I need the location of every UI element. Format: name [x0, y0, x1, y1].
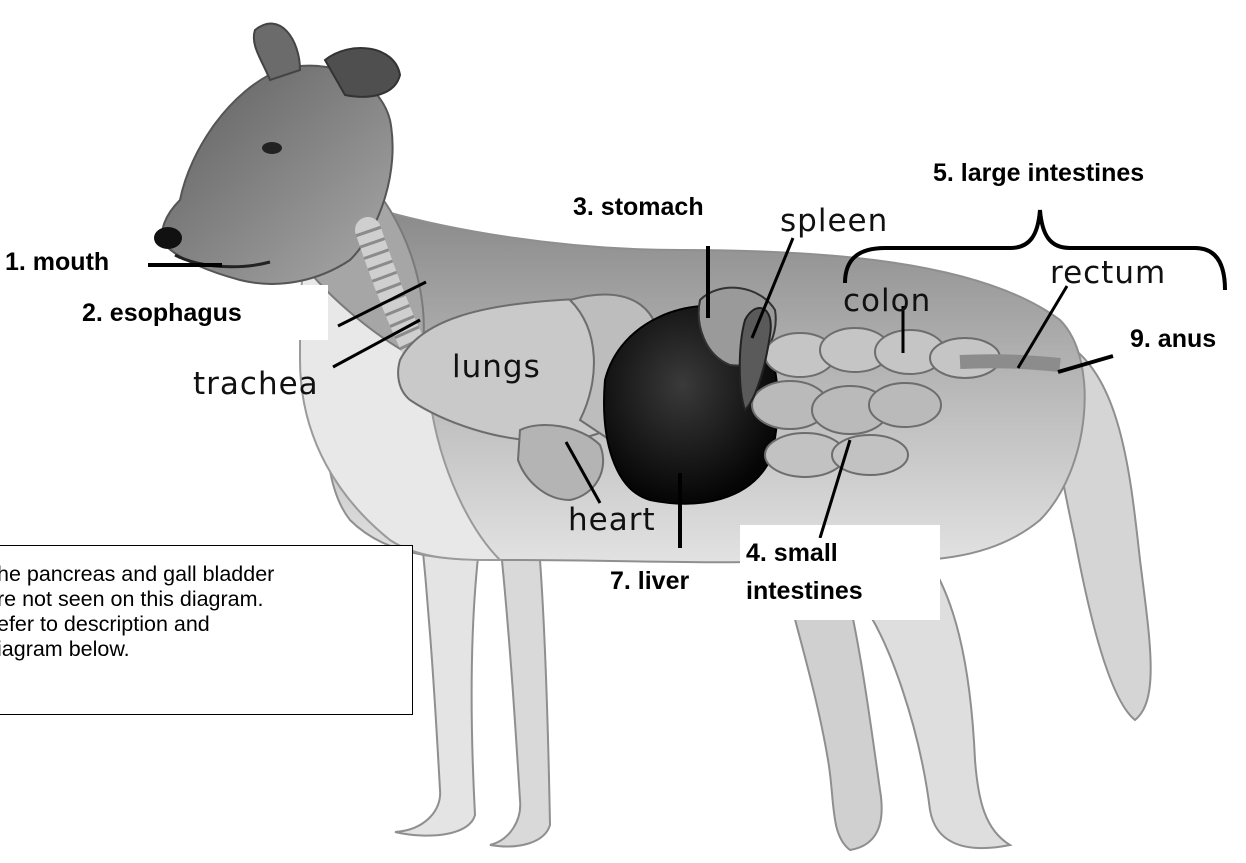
dog-eye [262, 142, 282, 154]
dog-head [162, 66, 392, 284]
dog-front-leg-far [490, 540, 550, 846]
dog-nose [154, 227, 182, 249]
trachea-label: trachea [193, 367, 319, 401]
colon-label: colon [843, 284, 931, 318]
dog-ear-left [254, 24, 300, 80]
liver-label: 7. liver [610, 566, 689, 596]
anus-label: 9. anus [1130, 324, 1216, 354]
small-intestines-label-line2: intestines [746, 576, 863, 606]
note-line-3: efer to description and [0, 612, 402, 637]
mouth-label: 1. mouth [5, 247, 109, 277]
spleen-label: spleen [780, 204, 888, 238]
heart-label: heart [568, 503, 656, 537]
small-intestines-label-line1: 4. small [746, 538, 838, 568]
stomach-label: 3. stomach [573, 192, 704, 222]
note-line-1: he pancreas and gall bladder [0, 562, 402, 587]
note-box: he pancreas and gall bladder re not seen… [0, 545, 413, 715]
esophagus-label: 2. esophagus [82, 298, 242, 328]
large-intestines-label: 5. large intestines [933, 158, 1144, 188]
note-line-4: iagram below. [0, 637, 402, 662]
rectum-label: rectum [1050, 256, 1166, 290]
note-line-2: re not seen on this diagram. [0, 587, 402, 612]
lungs-label: lungs [452, 350, 541, 384]
